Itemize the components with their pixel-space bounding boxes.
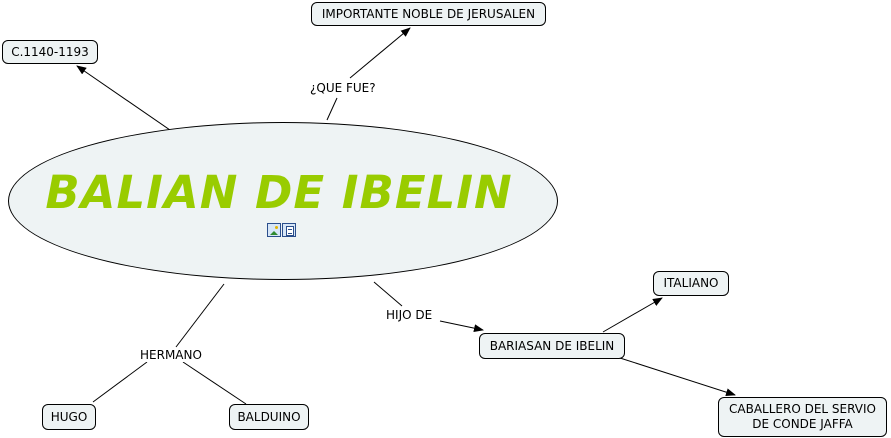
main-concept[interactable]: BALIAN DE IBELIN <box>8 122 558 280</box>
link-main-to-hermano <box>175 283 225 348</box>
image-icon[interactable] <box>267 223 281 237</box>
concept-bariasan[interactable]: BARIASAN DE IBELIN <box>479 333 625 359</box>
link-label-hermano[interactable]: HERMANO <box>140 348 202 362</box>
concept-caballero[interactable]: CABALLERO DEL SERVIO DE CONDE JAFFA <box>718 397 887 437</box>
link-hermano-to-hugo <box>92 361 148 403</box>
concept-hugo[interactable]: HUGO <box>42 404 96 430</box>
link-label-que-fue[interactable]: ¿QUE FUE? <box>310 81 376 95</box>
link-bariasan-to-caballero <box>619 357 736 397</box>
document-icon[interactable] <box>282 223 296 237</box>
concept-italiano[interactable]: ITALIANO <box>653 271 729 296</box>
resource-icons <box>267 223 296 237</box>
link-hermano-to-balduino <box>182 361 247 405</box>
concept-balduino-label: BALDUINO <box>237 409 301 424</box>
concept-hugo-label: HUGO <box>50 409 88 424</box>
concept-noble[interactable]: IMPORTANTE NOBLE DE JERUSALEN <box>311 2 546 26</box>
concept-caballero-line1: CABALLERO DEL SERVIO <box>729 402 876 416</box>
concept-italiano-label: ITALIANO <box>663 276 719 290</box>
concept-noble-label: IMPORTANTE NOBLE DE JERUSALEN <box>321 6 536 21</box>
link-main-to-hijo-de <box>373 281 403 307</box>
link-main-to-dates <box>76 65 171 131</box>
concept-dates-label: C.1140-1193 <box>11 44 89 59</box>
concept-balduino[interactable]: BALDUINO <box>229 404 309 430</box>
link-hijo-de-to-bariasan <box>439 320 484 333</box>
link-label-hijo-de[interactable]: HIJO DE <box>386 308 433 322</box>
concept-dates[interactable]: C.1140-1193 <box>2 40 98 64</box>
concept-bariasan-label: BARIASAN DE IBELIN <box>489 338 615 353</box>
link-que-fue-to-noble <box>349 27 411 79</box>
concept-caballero-line2: DE CONDE JAFFA <box>752 417 853 431</box>
link-main-to-que-fue <box>326 97 338 121</box>
link-bariasan-to-italiano <box>602 297 663 333</box>
main-concept-title: BALIAN DE IBELIN <box>45 166 513 219</box>
